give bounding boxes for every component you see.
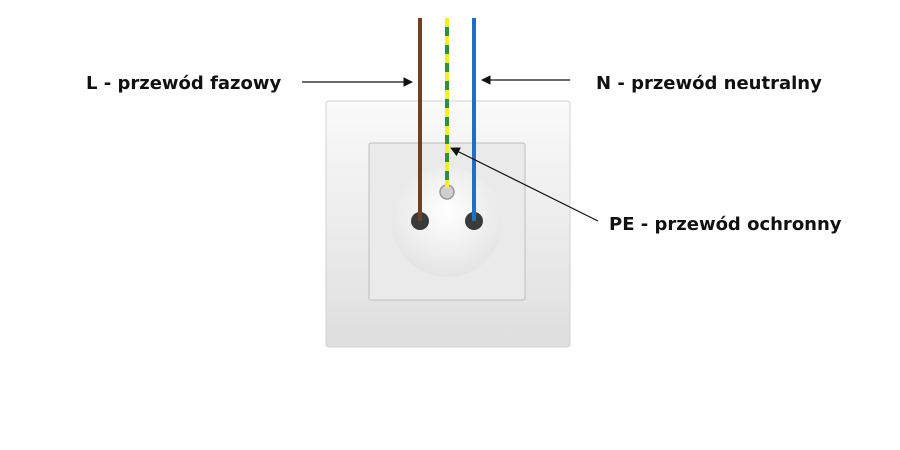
neutral-wire-label: N - przewód neutralny: [596, 73, 822, 94]
earth-wire-label: PE - przewód ochronny: [609, 214, 842, 235]
earth-label-arrow: [450, 147, 599, 222]
live-wire-label: L - przewód fazowy: [86, 73, 282, 94]
